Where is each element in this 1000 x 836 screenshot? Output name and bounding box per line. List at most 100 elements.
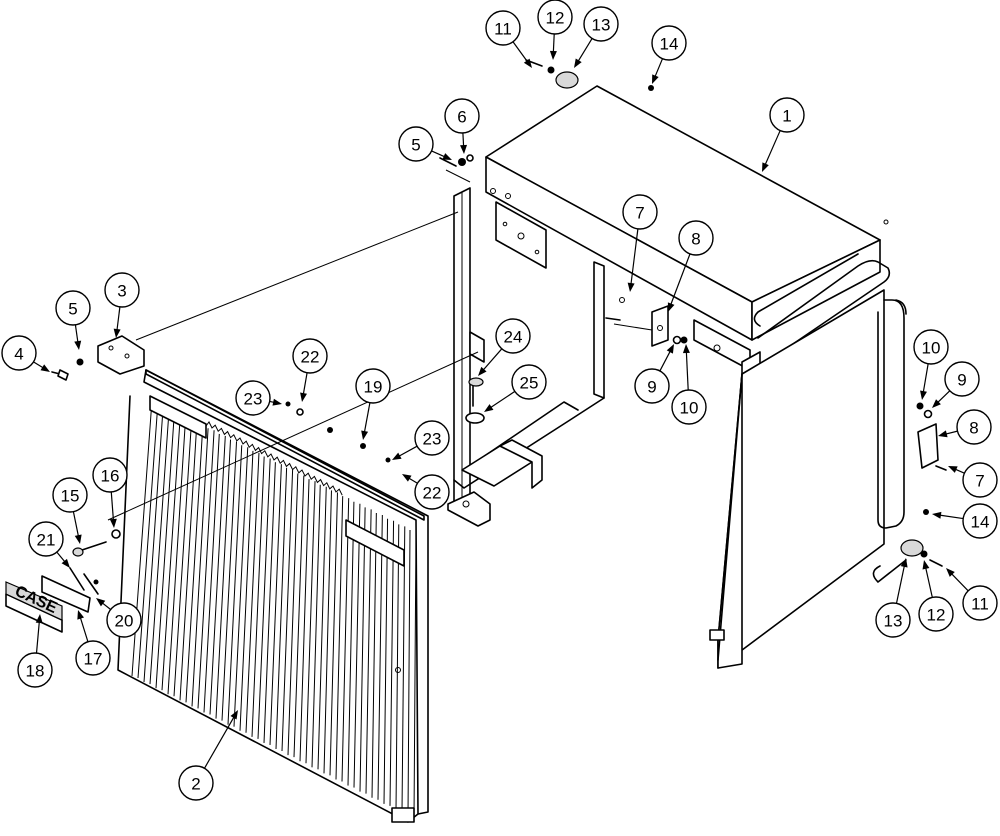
- callout-arrow: [920, 390, 927, 400]
- callout-c5a: 5: [398, 126, 452, 162]
- callout-leader: [552, 33, 555, 55]
- callout-c6: 6: [444, 98, 480, 154]
- callout-number: 9: [957, 371, 966, 390]
- callout-c22a: 22: [292, 338, 328, 402]
- callout-number: 10: [680, 399, 699, 418]
- callout-number: 3: [117, 282, 126, 301]
- callout-leader: [895, 563, 906, 604]
- left-frame-post: [453, 187, 496, 511]
- front-grille: [117, 369, 429, 823]
- callout-number: 7: [635, 204, 644, 223]
- callout-circle: [178, 765, 214, 801]
- callout-circle: [913, 329, 949, 365]
- callout-number: 20: [115, 612, 134, 631]
- callout-circle: [671, 389, 707, 425]
- callout-arrow: [932, 511, 942, 519]
- callout-arrow: [938, 430, 948, 438]
- callout-circle: [956, 409, 992, 445]
- callout-arrow: [932, 399, 941, 408]
- callout-circle: [28, 521, 64, 557]
- callout-arrow: [402, 474, 412, 482]
- callout-c9a: 9: [634, 344, 674, 404]
- callout-circle: [962, 462, 998, 498]
- callout-circle: [537, 0, 573, 35]
- callout-circle: [292, 338, 328, 374]
- callout-number: 5: [68, 300, 77, 319]
- callout-leader: [512, 41, 529, 64]
- callout-arrow: [35, 614, 43, 624]
- callout-arrow: [666, 344, 674, 354]
- callout-arrow: [948, 466, 958, 473]
- callout-c7a: 7: [622, 194, 658, 292]
- callout-c18: 18: [17, 614, 53, 688]
- callout-arrow: [392, 452, 402, 460]
- callout-number: 22: [301, 348, 320, 367]
- callout-circle: [398, 126, 434, 162]
- callout-c8a: 8: [667, 220, 714, 312]
- callout-number: 21: [37, 531, 56, 550]
- grille-slat: [275, 467, 294, 752]
- small-hardware: CASE: [5, 59, 947, 633]
- callout-c11b: 11: [946, 568, 998, 621]
- callout-leader: [396, 445, 418, 458]
- callout-circle: [52, 477, 88, 513]
- callout-leader: [922, 363, 929, 395]
- callout-arrow: [627, 282, 635, 292]
- callout-c23a: 23: [235, 380, 282, 416]
- grille-slat: [239, 450, 260, 733]
- callout-arrow: [549, 50, 557, 60]
- callout-arrow: [74, 534, 82, 544]
- callout-number: 12: [927, 606, 946, 625]
- callout-number: 1: [782, 107, 791, 126]
- callout-c12a: 12: [537, 0, 573, 60]
- grille-slat: [203, 433, 226, 715]
- callout-number: 23: [423, 430, 442, 449]
- callout-arrow: [272, 398, 282, 406]
- callout-arrow: [96, 598, 106, 607]
- callout-c7b: 7: [948, 462, 998, 498]
- callout-circle: [55, 290, 91, 326]
- callout-leader: [630, 228, 639, 287]
- callout-arrow: [484, 404, 494, 412]
- callout-arrow: [946, 568, 955, 577]
- callout-circle: [75, 640, 111, 676]
- callout-leader: [35, 619, 41, 654]
- callout-circle: [962, 585, 998, 621]
- callout-circle: [583, 6, 619, 42]
- grille-slat: [407, 529, 417, 819]
- callout-circle: [17, 652, 53, 688]
- callout-circle: [511, 364, 547, 400]
- callout-number: 14: [660, 35, 679, 54]
- callout-c14a: 14: [651, 25, 687, 84]
- callout-number: 16: [101, 467, 120, 486]
- callout-number: 13: [592, 16, 611, 35]
- callout-arrow: [667, 302, 675, 312]
- callout-number: 23: [244, 390, 263, 409]
- grille-slat: [347, 501, 361, 788]
- callout-c13a: 13: [574, 6, 619, 68]
- callout-arrow: [300, 392, 307, 402]
- callout-number: 5: [411, 136, 420, 155]
- callout-circle: [875, 602, 911, 638]
- callout-arrow: [230, 710, 238, 720]
- right-door-panel: [709, 289, 907, 669]
- callout-arrow: [682, 344, 690, 354]
- callout-c2: 2: [178, 710, 238, 801]
- callout-leader: [763, 130, 781, 167]
- callout-circle: [485, 10, 521, 46]
- callout-arrow: [900, 558, 908, 568]
- callout-number: 12: [546, 9, 565, 28]
- callout-leader: [72, 511, 80, 539]
- callout-leader: [79, 615, 89, 642]
- callout-c12b: 12: [918, 560, 954, 632]
- callout-leader: [669, 253, 691, 307]
- callout-c9b: 9: [932, 361, 980, 408]
- callout-number: 2: [191, 775, 200, 794]
- callout-number: 17: [84, 650, 103, 669]
- grille-slat: [227, 445, 249, 727]
- top-cover-assembly: [485, 85, 891, 371]
- callout-arrow: [762, 162, 769, 172]
- callout-number: 10: [922, 339, 941, 358]
- callout-circle: [444, 98, 480, 134]
